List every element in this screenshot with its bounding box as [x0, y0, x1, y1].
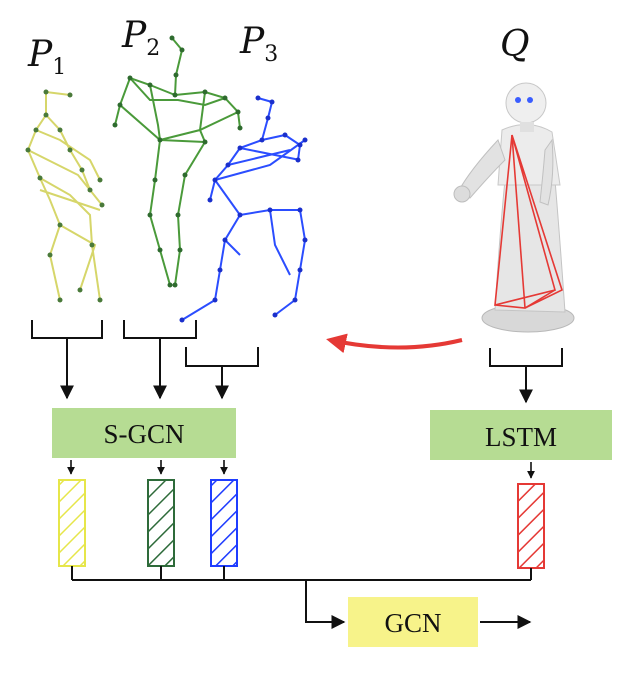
bracket-q [489, 348, 563, 404]
label-q: Q [500, 24, 530, 65]
bracket-p1 [31, 320, 103, 400]
sgcn-label: S-GCN [103, 419, 184, 449]
gcn-label: GCN [384, 608, 441, 638]
feature-vector-p2 [147, 479, 175, 567]
sgcn-block [52, 408, 236, 458]
skeleton-p1 [26, 90, 103, 301]
feature-arrows [67, 460, 535, 479]
robot-skeleton [494, 134, 563, 309]
bracket-p3 [185, 347, 259, 400]
skeleton-p3-joints [179, 95, 308, 323]
lstm-block [430, 410, 612, 460]
merge-lines [71, 566, 532, 629]
feature-vector-p3 [210, 479, 238, 567]
feature-vector-q [517, 483, 545, 569]
lstm-label: LSTM [485, 422, 557, 452]
skeleton-p1-joints [25, 89, 105, 303]
humanoid-robot-icon [453, 82, 575, 333]
bracket-p2 [123, 320, 197, 400]
feature-vector-p1 [58, 479, 86, 567]
transfer-arrow [326, 333, 463, 354]
label-p1: P1 [27, 34, 66, 80]
skeleton-p2-joints [112, 35, 243, 288]
label-p2: P2 [121, 15, 160, 61]
label-p3: P3 [239, 21, 278, 67]
gcn-block [348, 597, 478, 647]
